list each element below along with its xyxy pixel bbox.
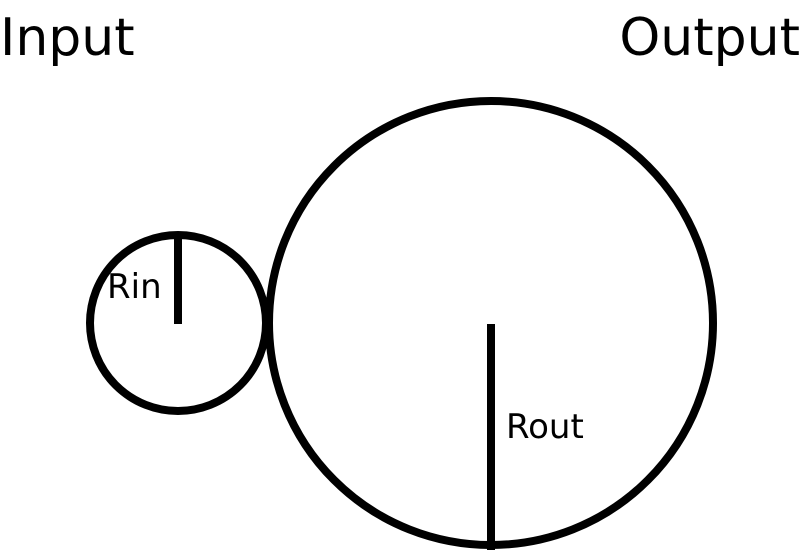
output-heading: Output xyxy=(619,8,800,68)
output-radius-label: Rout xyxy=(506,407,584,447)
input-radius-label: Rin xyxy=(107,267,162,307)
input-heading: Input xyxy=(0,8,135,68)
